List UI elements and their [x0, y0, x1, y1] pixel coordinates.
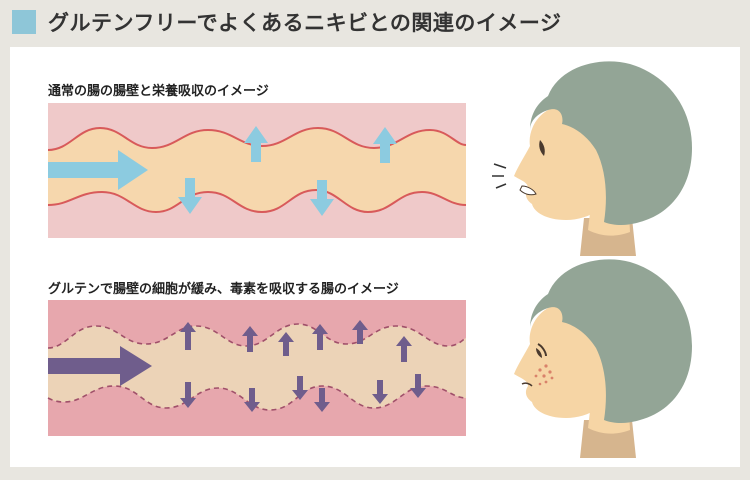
mouth [521, 382, 533, 387]
section-label-gluten: グルテンで腸壁の細胞が緩み、毒素を吸収する腸のイメージ [48, 282, 399, 297]
section-label-normal: 通常の腸の腸壁と栄養吸収のイメージ [48, 84, 269, 99]
arrow-up-icon [180, 322, 196, 350]
eye-lid [536, 348, 542, 358]
arrow-down-icon [180, 382, 196, 408]
arrow-up-icon [278, 332, 294, 356]
hair [530, 61, 692, 225]
gluten-intestine-upper-wall-line [47, 323, 467, 349]
arrow-up-icon [312, 324, 328, 350]
arrow-up-icon [244, 126, 268, 162]
arrow-down-icon [372, 380, 388, 404]
arrow-down-icon [178, 178, 202, 214]
mouth [519, 185, 537, 196]
eye [537, 343, 547, 357]
normal-intestine-upper-wall-line [47, 126, 467, 151]
face-profile-icon [492, 61, 692, 256]
arrow-up-icon [373, 127, 397, 163]
normal-intestine-lower-wall-line [47, 188, 467, 214]
arrow-down-icon [244, 388, 260, 412]
normal-intestine-diagram [47, 103, 467, 238]
page-title: グルテンフリーでよくあるニキビとの関連のイメージ [48, 11, 562, 35]
arrow-down-icon [292, 376, 308, 400]
arrow-up-icon [396, 336, 412, 362]
gluten-intestine-lumen [48, 324, 466, 410]
sparkle-lines [492, 163, 507, 189]
arrow-down-icon [410, 374, 426, 398]
gluten-intestine-diagram [47, 300, 467, 436]
arrow-right-icon [48, 346, 152, 386]
acne-spots-icon [534, 364, 554, 386]
gluten-intestine-lower-wall-line [47, 385, 467, 411]
arrow-down-icon [314, 388, 330, 412]
normal-intestine-lumen [48, 128, 466, 212]
arrow-up-icon [242, 326, 258, 352]
title-marker-square [12, 10, 36, 34]
face-profile-icon [514, 259, 692, 458]
arrow-down-icon [310, 180, 334, 216]
hair [530, 259, 692, 423]
eye [539, 140, 545, 156]
arrow-up-icon [352, 320, 368, 344]
arrow-right-icon [48, 150, 148, 190]
header: グルテンフリーでよくあるニキビとの関連のイメージ [0, 0, 750, 46]
